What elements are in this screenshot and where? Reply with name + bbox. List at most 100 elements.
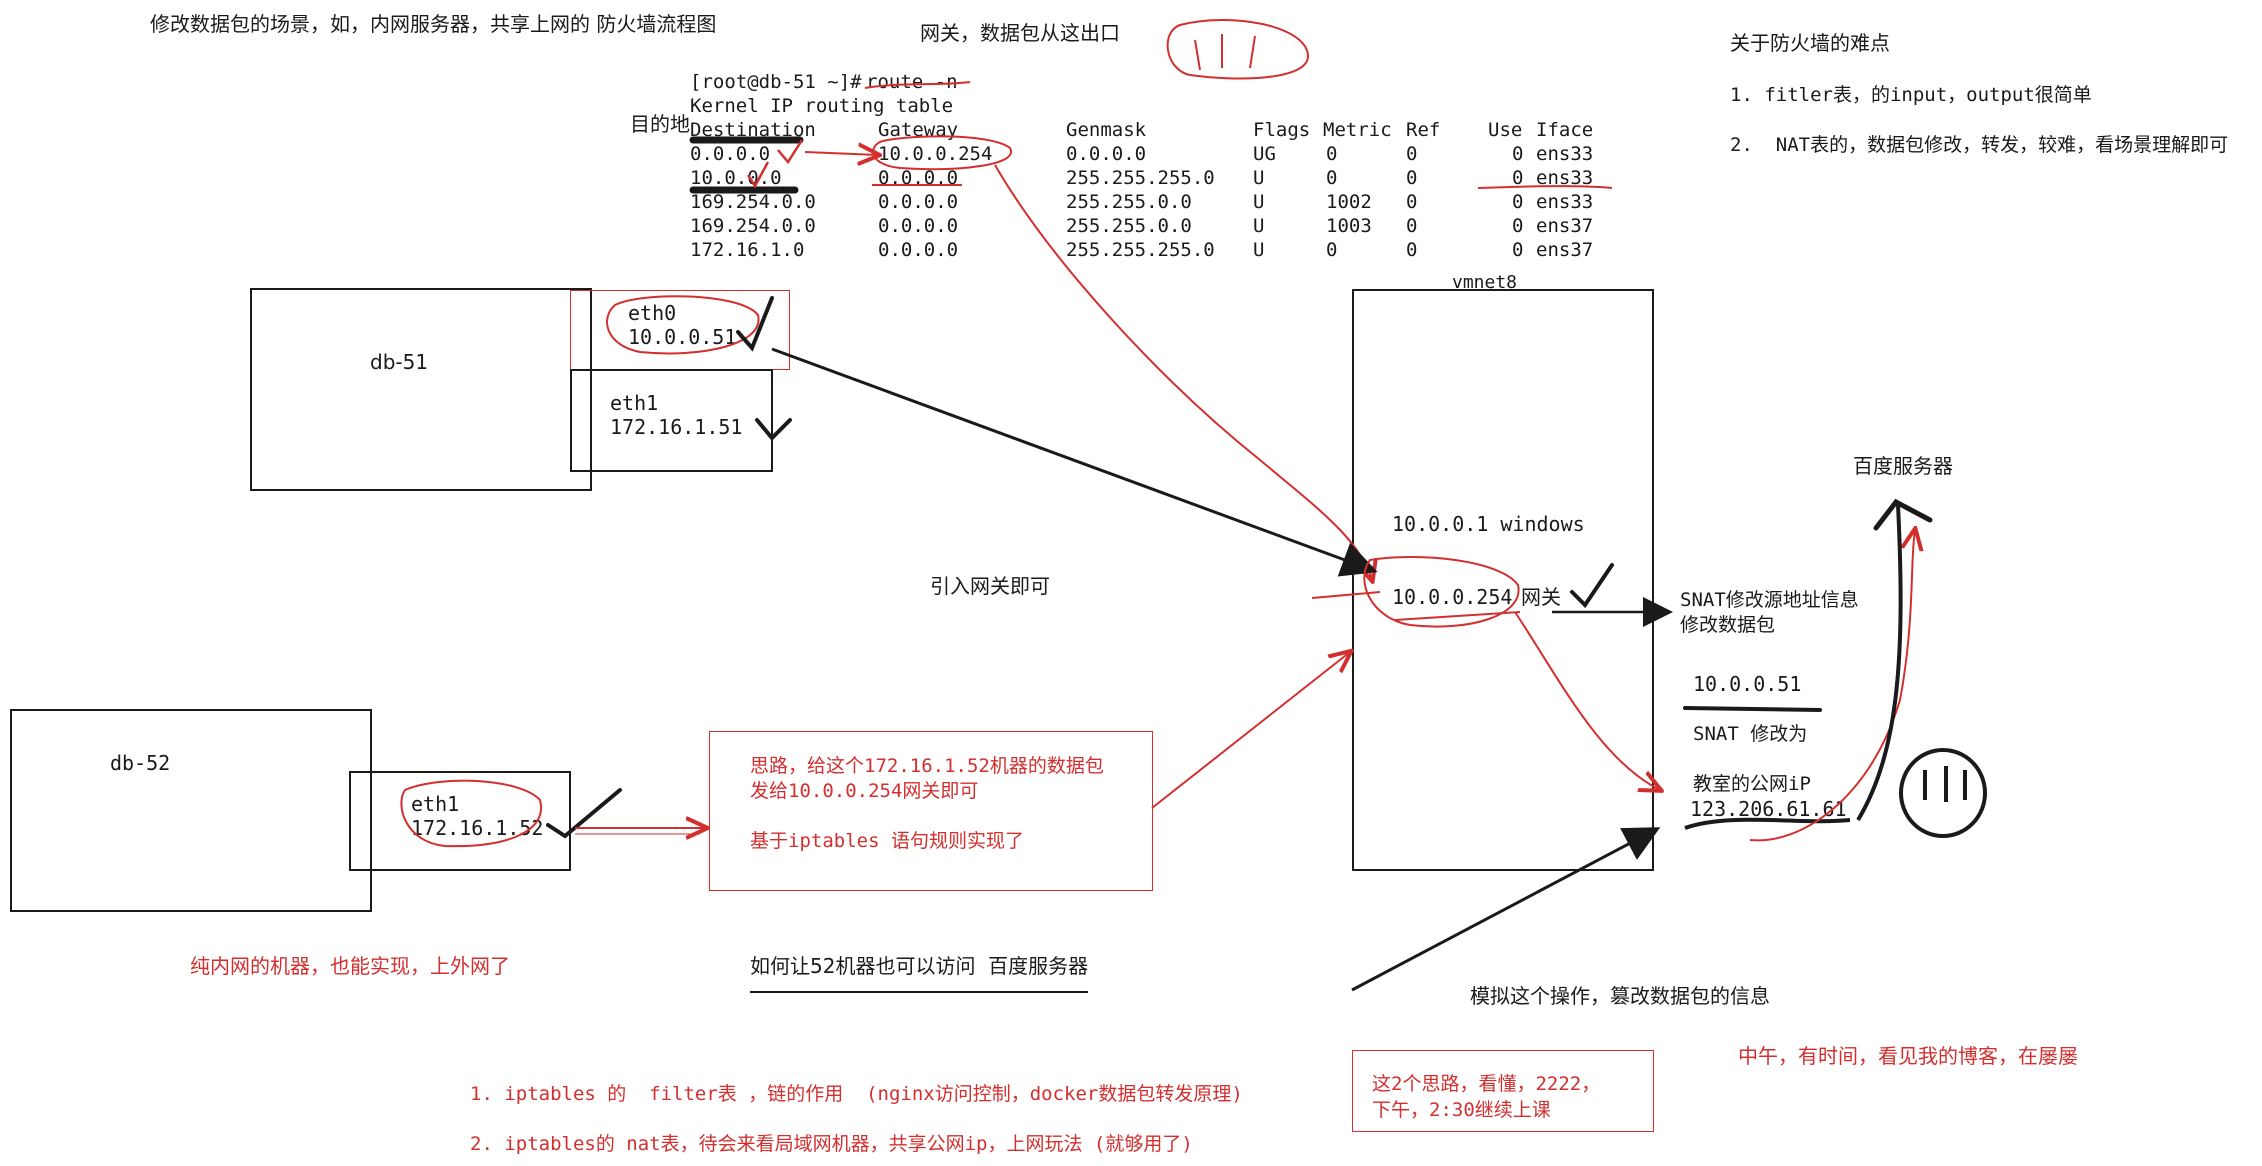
terminal-command: route -n <box>866 71 958 93</box>
db52-box <box>10 709 372 912</box>
db52-label: db-52 <box>110 751 171 775</box>
vmnet-gateway-circle <box>1363 556 1520 628</box>
row-cell: UG <box>1253 143 1276 165</box>
db51-to-gateway-arrow <box>771 347 1378 577</box>
row-cell: 0 <box>1326 167 1338 189</box>
row-cell: U <box>1253 215 1265 237</box>
public-ip-label: 教室的公网iP <box>1693 773 1811 795</box>
gateway-path-curve <box>994 164 1372 580</box>
break-box <box>1352 1050 1654 1132</box>
gateway-circle <box>872 135 1013 171</box>
baidu-arrowhead <box>1873 498 1933 531</box>
col-use: Use <box>1488 119 1523 141</box>
public-ip-curve <box>1684 817 1851 830</box>
row-cell: 255.255.0.0 <box>1066 215 1192 237</box>
row-cell: 169.254.0.0 <box>690 191 816 213</box>
row-cell: 0.0.0.0 <box>878 167 959 189</box>
row-cell: 0.0.0.0 <box>878 191 959 213</box>
row-cell: 0 <box>1512 191 1524 213</box>
check-mark <box>777 139 804 165</box>
baidu-up-arrow <box>1856 504 1903 822</box>
gateway-to-public-curve <box>1514 611 1660 790</box>
gateway-note: 网关，数据包从这出口 <box>920 21 1120 45</box>
row-cell: ens33 <box>1536 191 1594 213</box>
simulate-note: 模拟这个操作，篡改数据包的信息 <box>1470 984 1770 1008</box>
db51-eth0-label: eth0 <box>628 301 677 325</box>
how-question: 如何让52机器也可以访问 百度服务器 <box>750 954 1089 978</box>
row-cell: ens37 <box>1536 239 1594 261</box>
row-cell: 255.255.255.0 <box>1066 167 1215 189</box>
row-cell: 0 <box>1512 143 1524 165</box>
db51-eth1-label: eth1 <box>610 391 659 415</box>
baidu-server-label: 百度服务器 <box>1853 454 1953 478</box>
destination-note: 目的地 <box>630 112 690 136</box>
eth0-check <box>736 296 774 352</box>
break-line2: 下午，2:30继续上课 <box>1372 1099 1551 1121</box>
terminal-prompt: [root@db-51 ~]# <box>690 71 862 93</box>
db52-check <box>546 788 622 839</box>
db52-eth1-ip: 172.16.1.52 <box>411 816 544 840</box>
row-cell: 0.0.0.0 <box>878 239 959 261</box>
page-title: 修改数据包的场景，如，内网服务器，共享上网的 防火墙流程图 <box>150 12 717 36</box>
difficulty-item-1: 1. fitler表，的input，output很简单 <box>1730 84 2092 106</box>
row-cell: U <box>1253 239 1265 261</box>
db51-box <box>250 288 592 491</box>
col-destination: Destination <box>690 119 816 141</box>
command-underline <box>864 81 971 89</box>
gateway-label: 网关 <box>1521 585 1561 609</box>
vmnet-gateway-underline <box>1311 591 1521 621</box>
pure-intranet-note: 纯内网的机器，也能实现，上外网了 <box>190 954 510 978</box>
row-cell: 1003 <box>1326 215 1372 237</box>
row-cell: 0.0.0.0 <box>690 143 771 165</box>
idea-line2: 发给10.0.0.254网关即可 <box>750 780 979 802</box>
row-cell: 169.254.0.0 <box>690 215 816 237</box>
break-line1: 这2个思路，看懂，2222， <box>1372 1073 1601 1095</box>
db51-eth0-ip: 10.0.0.51 <box>628 325 737 349</box>
row-cell: 0.0.0.0 <box>878 215 959 237</box>
doodle-face-black <box>1899 748 1987 838</box>
idea-line3: 基于iptables 语句规则实现了 <box>750 830 1024 852</box>
simulate-arrow <box>1351 827 1661 992</box>
vmnet8-box <box>1352 289 1654 871</box>
row-cell: 0 <box>1512 167 1524 189</box>
db51-eth1-ip: 172.16.1.51 <box>610 415 743 439</box>
col-iface: Iface <box>1536 119 1594 141</box>
col-ref: Ref <box>1406 119 1441 141</box>
col-genmask: Genmask <box>1066 119 1147 141</box>
windows-ip: 10.0.0.1 windows <box>1392 512 1585 536</box>
check-mark <box>746 161 770 189</box>
row-cell: 0 <box>1406 191 1418 213</box>
row-cell: ens33 <box>1536 167 1594 189</box>
idea-box <box>709 731 1153 891</box>
db52-eth1-label: eth1 <box>411 792 460 816</box>
bottom-item-1: 1. iptables 的 filter表 ，链的作用 (nginx访问控制，d… <box>470 1083 1243 1105</box>
snat-line2: 修改数据包 <box>1680 614 1776 636</box>
row-cell: 0 <box>1406 143 1418 165</box>
row-cell: ens37 <box>1536 215 1594 237</box>
row-cell: U <box>1253 191 1265 213</box>
row-cell: 0 <box>1512 215 1524 237</box>
row-cell: 1002 <box>1326 191 1372 213</box>
intro-gateway-note: 引入网关即可 <box>930 574 1050 598</box>
row-cell: 10.0.0.254 <box>878 143 993 165</box>
table-title: Kernel IP routing table <box>690 95 954 117</box>
noon-note: 中午，有时间，看见我的博客，在屡屡 <box>1738 1044 2078 1068</box>
row-cell: ens33 <box>1536 143 1594 165</box>
vmnet8-label: vmnet8 <box>1452 272 1518 293</box>
row-cell: 172.16.1.0 <box>690 239 805 261</box>
idea-to-gateway-arrow <box>1151 652 1350 809</box>
row-cell: 0 <box>1406 239 1418 261</box>
row-cell: 255.255.0.0 <box>1066 191 1192 213</box>
row-cell: 10.0.0.0 <box>690 167 782 189</box>
eth1-check <box>755 418 792 441</box>
col-flags: Flags <box>1253 119 1311 141</box>
iface-underline <box>1477 185 1613 189</box>
db51-label: db-51 <box>370 350 429 374</box>
doodle-face-red <box>1166 19 1310 80</box>
public-ip: 123.206.61.61 <box>1690 797 1847 821</box>
bottom-item-2: 2. iptables的 nat表，待会来看局域网机器，共享公网ip，上网玩法 … <box>470 1133 1193 1155</box>
db52-eth1-circle <box>400 779 543 848</box>
row-cell: 0 <box>1326 239 1338 261</box>
difficulty-item-2: 2. NAT表的，数据包修改，转发，较难，看场景理解即可 <box>1730 134 2229 156</box>
